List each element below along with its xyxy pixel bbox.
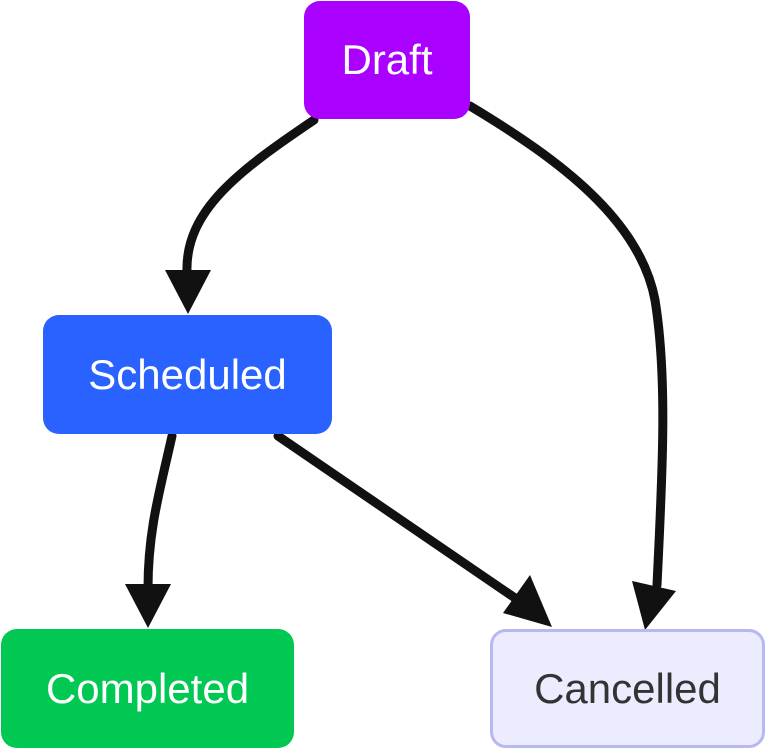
node-draft[interactable]: Draft [304,1,470,119]
node-completed[interactable]: Completed [1,629,294,748]
edge-draft-to-cancelled [465,101,668,590]
arrowhead-completed [125,584,171,628]
node-draft-label: Draft [341,36,433,83]
edge-scheduled-to-completed [143,431,177,593]
arrowhead-scheduled-cancelled [503,575,552,627]
node-completed-label: Completed [45,664,250,712]
arrowhead-scheduled [165,270,211,314]
edge-scheduled-to-cancelled [273,431,520,603]
node-scheduled[interactable]: Scheduled [43,315,332,434]
edge-draft-to-scheduled [182,115,319,277]
node-cancelled-label: Cancelled [534,664,721,712]
node-scheduled-label: Scheduled [88,350,287,398]
arrowhead-draft-cancelled [632,581,676,630]
node-cancelled[interactable]: Cancelled [490,629,765,748]
